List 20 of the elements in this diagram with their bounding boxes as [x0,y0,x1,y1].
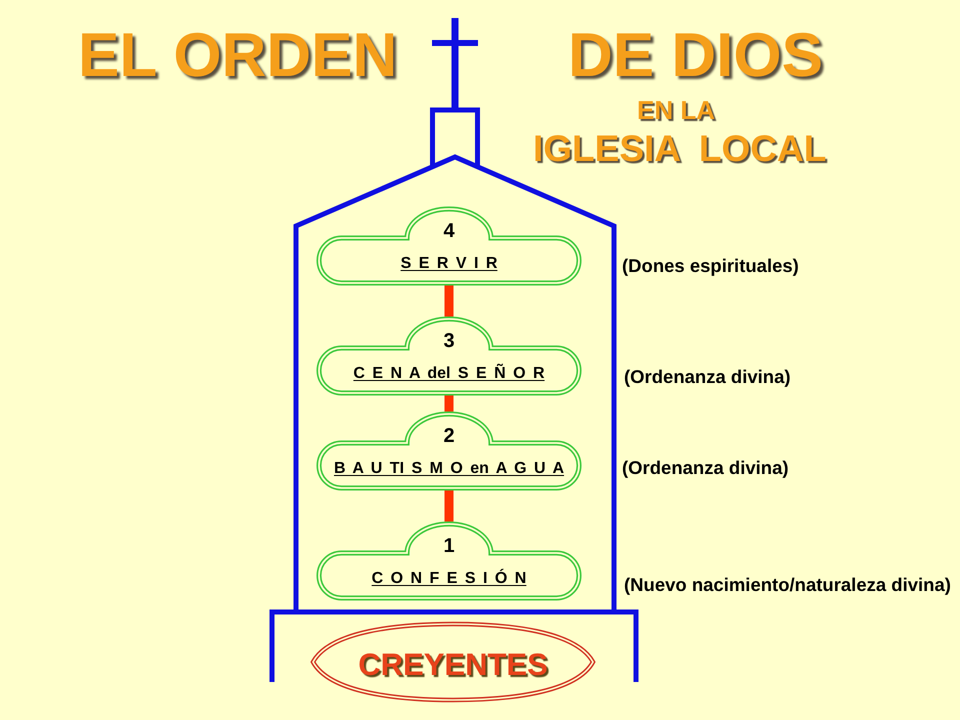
side-note: (Dones espirituales) [622,255,799,277]
connector-line [444,286,454,316]
side-note: (Ordenanza divina) [622,457,789,479]
step-number: 3 [443,330,455,352]
subtitle-text: EN LA [637,97,715,123]
heading-text: EL ORDEN [78,25,398,87]
step-label: B A U TI S M O en A G U A [334,458,564,478]
step-number: 2 [443,425,455,447]
connector-line [444,490,454,522]
step-label: S E R V I R [400,254,498,272]
side-note: (Ordenanza divina) [624,366,791,388]
step-label: C O N F E S I Ó N [372,568,526,588]
step-number: 4 [443,220,455,242]
connector-line [444,396,454,412]
step-label: C E N A del S E Ñ O R [353,364,545,382]
step-number: 1 [443,535,455,557]
subtitle-text: IGLESIA LOCAL [533,130,826,167]
side-note: (Nuevo nacimiento/naturaleza divina) [624,574,951,596]
node-label: CREYENTES [358,646,548,682]
heading-text: DE DIOS [568,25,823,87]
